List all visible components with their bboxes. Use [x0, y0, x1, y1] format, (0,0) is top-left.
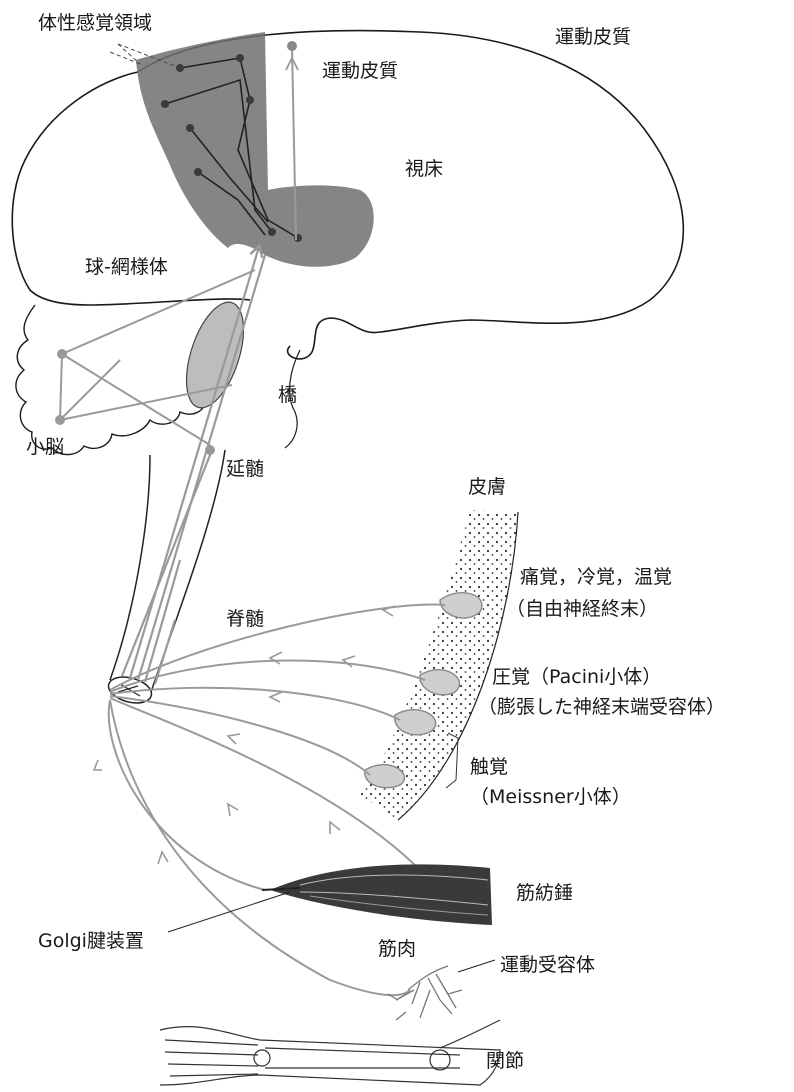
label-pain-line1: 痛覚，冷覚，温覚 — [520, 568, 672, 587]
label-spinal-cord: 脊髄 — [226, 610, 264, 629]
label-thalamus: 視床 — [405, 160, 443, 179]
arm-skeleton — [160, 1020, 500, 1085]
golgi-leader — [168, 892, 290, 932]
spinal-cord — [106, 450, 225, 707]
label-skin: 皮膚 — [468, 478, 506, 497]
motor-node — [287, 41, 297, 51]
motor-receptor-shape — [388, 966, 462, 1020]
label-medulla: 延髄 — [226, 460, 264, 479]
label-motor-receptor: 運動受容体 — [500, 956, 595, 975]
label-pressure-line2: （膨張した神経末端受容体） — [478, 698, 725, 717]
label-pons: 橋 — [278, 386, 297, 405]
label-touch-line1: 触覚 — [470, 758, 508, 777]
label-pain-line2: （自由神経終末） — [506, 600, 658, 619]
label-pressure-line1: 圧覚（Pacini小体） — [492, 668, 661, 687]
label-motor-cortex-top: 運動皮質 — [555, 28, 631, 47]
cerebellum-outline — [16, 305, 205, 455]
label-somatosensory-area: 体性感覚領域 — [38, 14, 152, 33]
label-muscle-spindle: 筋紡錘 — [516, 884, 573, 903]
label-muscle: 筋肉 — [378, 940, 416, 959]
label-motor-cortex-inner: 運動皮質 — [322, 62, 398, 81]
label-joint: 関節 — [486, 1052, 524, 1071]
muscle-shape — [262, 864, 492, 925]
label-golgi: Golgi腱装置 — [38, 932, 144, 951]
label-reticular-formation: 球-網様体 — [85, 258, 168, 277]
label-touch-line2: （Meissner小体） — [470, 788, 631, 807]
label-cerebellum: 小脳 — [26, 438, 64, 457]
